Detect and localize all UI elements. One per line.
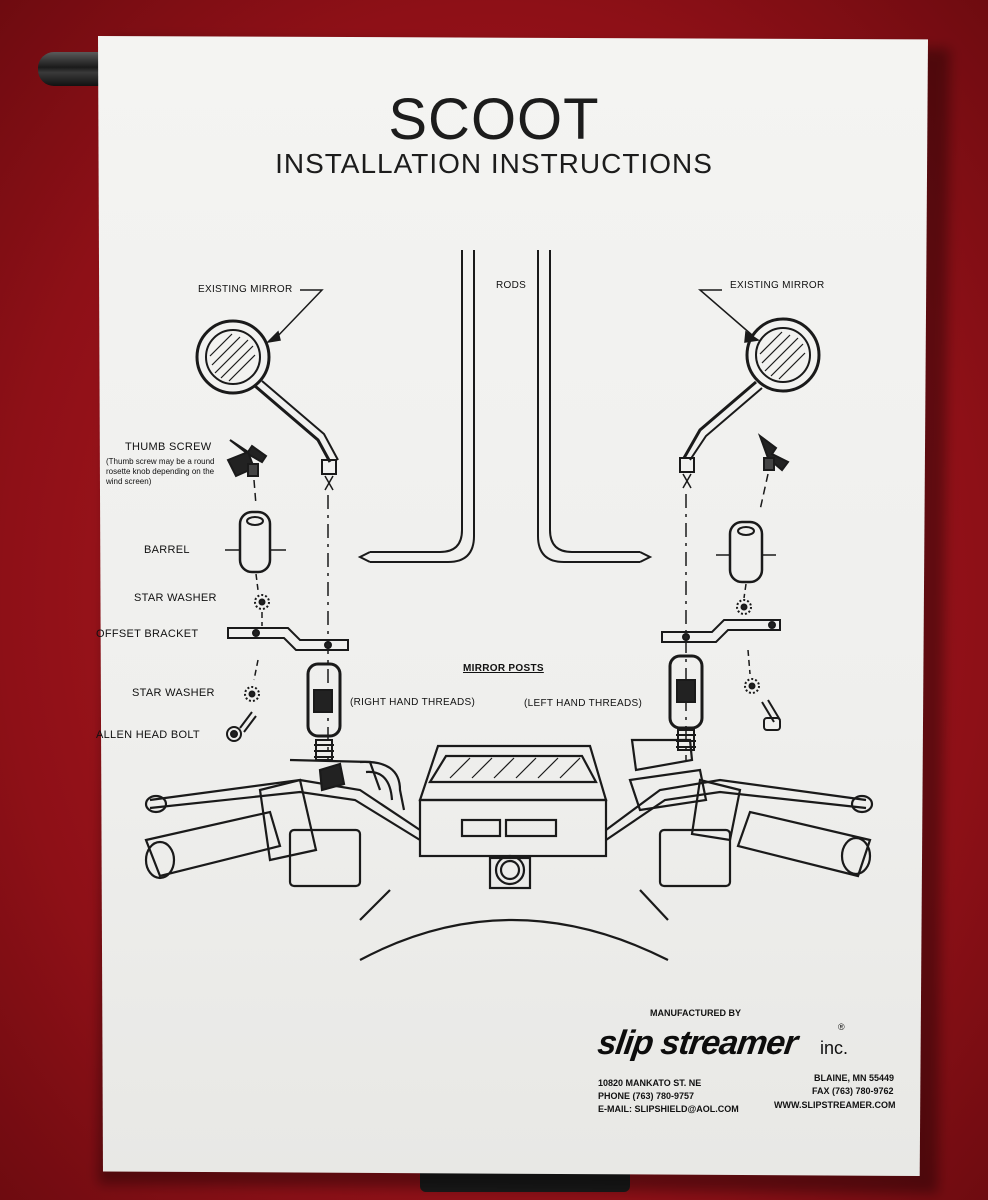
thumb-screw-note: (Thumb screw may be a round rosette knob… xyxy=(106,457,215,486)
left-hardware-stack xyxy=(225,439,349,761)
manufactured-by-label: MANUFACTURED BY xyxy=(650,1008,741,1018)
label-barrel: BARREL xyxy=(144,544,190,556)
label-mirror-posts: MIRROR POSTS xyxy=(463,663,544,674)
registered-mark: ® xyxy=(838,1022,845,1032)
label-existing-mirror-right: EXISTING MIRROR xyxy=(730,280,825,291)
right-mirror-illustration xyxy=(679,317,821,760)
mirror-leader-lines xyxy=(265,289,761,344)
label-allen-head-bolt: ALLEN HEAD BOLT xyxy=(96,729,200,741)
slip-streamer-logo: slip streamer xyxy=(595,1024,800,1062)
rods-illustration xyxy=(357,250,653,563)
handlebar-illustration xyxy=(144,738,874,961)
right-hardware-stack xyxy=(661,433,790,751)
email-address: E-MAIL: SLIPSHIELD@AOL.COM xyxy=(598,1104,739,1114)
label-existing-mirror-left: EXISTING MIRROR xyxy=(198,284,293,295)
label-star-washer-top: STAR WASHER xyxy=(134,592,217,604)
label-rods: RODS xyxy=(496,280,527,291)
document-subtitle: INSTALLATION INSTRUCTIONS xyxy=(275,148,713,179)
label-thumb-screw: THUMB SCREW xyxy=(125,441,212,453)
instruction-sheet xyxy=(98,36,928,1176)
fax-number: FAX (763) 780-9762 xyxy=(812,1086,894,1096)
website: WWW.SLIPSTREAMER.COM xyxy=(774,1100,896,1110)
address-street: 10820 MANKATO ST. NE xyxy=(598,1078,702,1088)
label-offset-bracket: OFFSET BRACKET xyxy=(96,628,199,640)
label-star-washer-bottom: STAR WASHER xyxy=(132,687,215,699)
company-suffix: inc. xyxy=(820,1038,849,1058)
label-left-hand-threads: (LEFT HAND THREADS) xyxy=(524,698,643,709)
address-city: BLAINE, MN 55449 xyxy=(814,1073,895,1083)
phone-number: PHONE (763) 780-9757 xyxy=(598,1091,695,1101)
document-title: SCOOT xyxy=(388,87,600,152)
label-right-hand-threads: (RIGHT HAND THREADS) xyxy=(350,697,476,708)
black-rod-end xyxy=(38,52,108,86)
left-mirror-illustration xyxy=(195,319,339,760)
